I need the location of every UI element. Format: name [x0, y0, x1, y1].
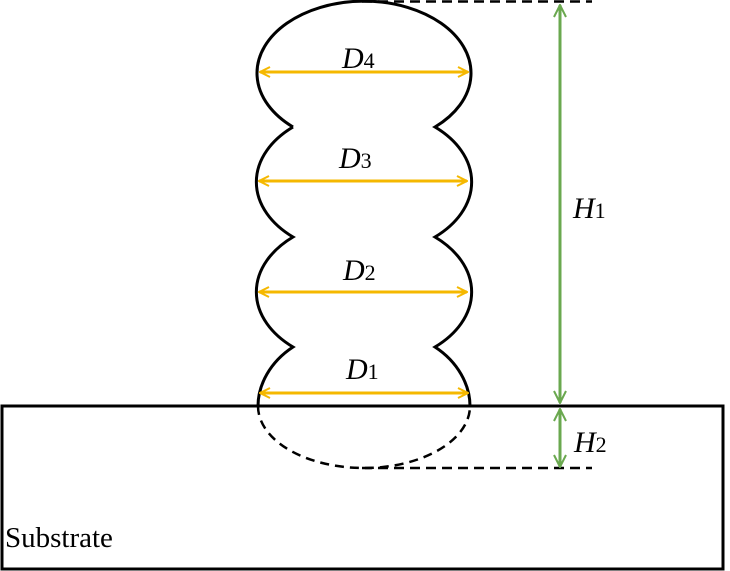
d2-label: D2: [342, 254, 376, 287]
stacked-droplet-outline: [254, 0, 474, 407]
embedded-droplet-dashed: [256, 405, 472, 470]
d3-label: D3: [338, 142, 372, 175]
d4-label: D4: [341, 42, 375, 75]
substrate-block: [0, 404, 725, 571]
d1-label: D1: [345, 353, 379, 386]
h1-label: H1: [572, 192, 606, 225]
h2-label: H2: [573, 426, 607, 459]
substrate-label: Substrate: [5, 522, 113, 554]
